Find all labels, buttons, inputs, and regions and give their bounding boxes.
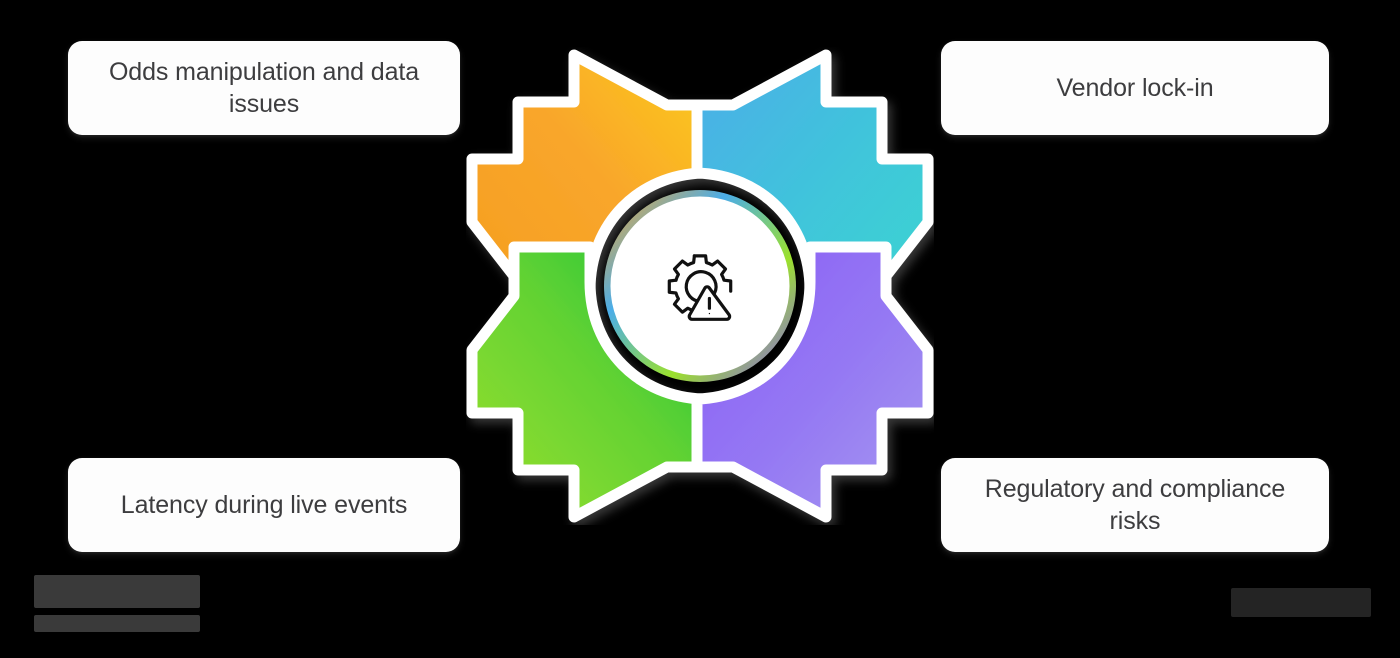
label-card-text: Latency during live events <box>120 491 408 519</box>
watermark-right <box>1231 588 1371 617</box>
watermark-right-mark <box>1231 588 1371 617</box>
label-card-odds-manipulation[interactable]: Odds manipulation and data issues <box>68 41 460 135</box>
arrow-bottom-right[interactable] <box>691 241 934 523</box>
label-card-latency[interactable]: Latency during live events <box>68 458 460 552</box>
label-card-text: Vendor lock-in <box>1056 74 1214 102</box>
label-card-text: Regulatory and compliance risks <box>984 475 1286 535</box>
watermark-left <box>34 575 200 632</box>
center-circle <box>604 190 796 382</box>
gear-warning-icon <box>667 254 733 321</box>
label-card-text: Odds manipulation and data issues <box>108 58 420 118</box>
arrow-wheel-graphic <box>466 47 934 525</box>
label-card-vendor-lock-in[interactable]: Vendor lock-in <box>941 41 1329 135</box>
watermark-left-subtext <box>34 615 200 632</box>
label-card-regulatory-compliance[interactable]: Regulatory and compliance risks <box>941 458 1329 552</box>
watermark-left-mark <box>34 575 200 608</box>
